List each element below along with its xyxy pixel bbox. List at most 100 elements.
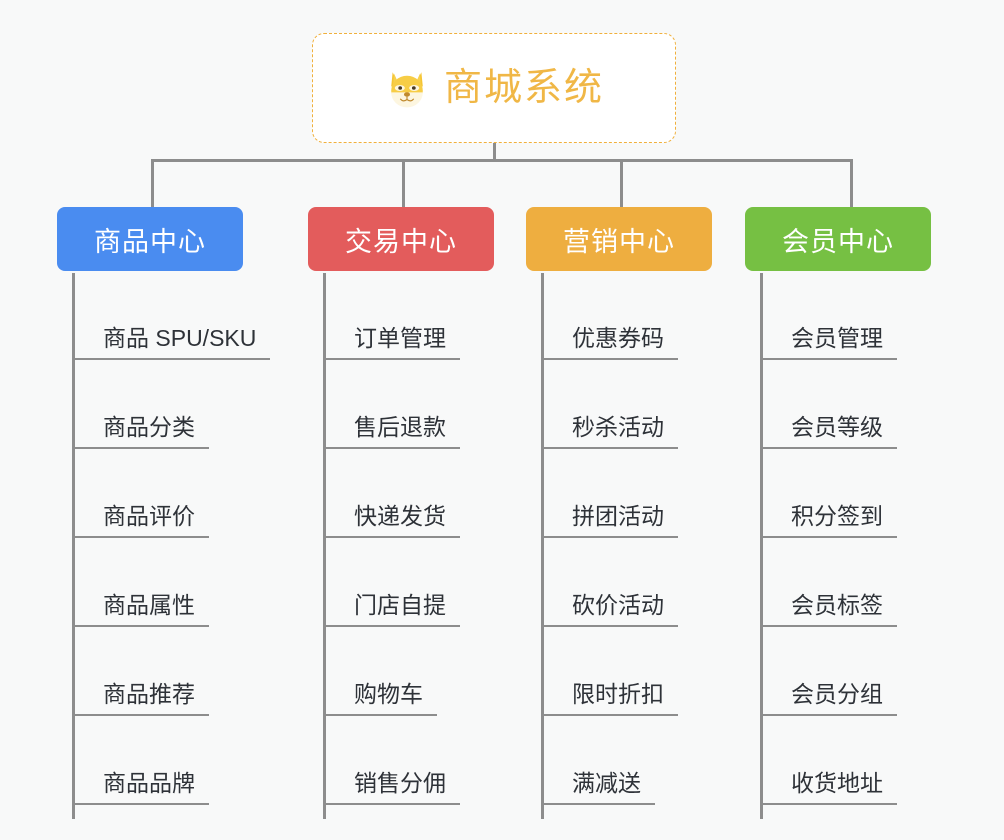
connector-drop-product-center bbox=[151, 159, 154, 207]
leaf-item-label: 满减送 bbox=[558, 770, 655, 805]
leaf-connector-stub bbox=[73, 358, 91, 360]
leaf-item-label: 会员标签 bbox=[777, 592, 897, 627]
leaf-item-label: 砍价活动 bbox=[558, 592, 678, 627]
leaf-item[interactable]: 商品评价 bbox=[57, 449, 243, 538]
root-node[interactable]: 商城系统 bbox=[312, 33, 676, 143]
leaf-item-label: 会员管理 bbox=[777, 325, 897, 360]
leaf-connector-stub bbox=[73, 447, 91, 449]
leaf-connector-stub bbox=[324, 358, 342, 360]
leaf-item-label: 积分签到 bbox=[777, 503, 897, 538]
leaf-item[interactable]: 会员等级 bbox=[745, 360, 931, 449]
leaf-item-label: 商品品牌 bbox=[89, 770, 209, 805]
leaf-connector-stub bbox=[73, 625, 91, 627]
connector-horizontal-bus bbox=[151, 159, 852, 162]
leaf-connector-stub bbox=[761, 714, 779, 716]
category-header-trade-center[interactable]: 交易中心 bbox=[308, 207, 494, 271]
leaf-connector-stub bbox=[761, 803, 779, 805]
leaf-item[interactable]: 拼团活动 bbox=[526, 449, 712, 538]
leaf-connector-stub bbox=[73, 803, 91, 805]
leaf-item[interactable]: 收货地址 bbox=[745, 716, 931, 805]
leaf-item-label: 销售分佣 bbox=[340, 770, 460, 805]
column-spine-member-center bbox=[760, 273, 763, 819]
leaf-item[interactable]: 会员分组 bbox=[745, 627, 931, 716]
leaf-list-trade-center: 订单管理售后退款快递发货门店自提购物车销售分佣 bbox=[308, 271, 494, 805]
leaf-connector-stub bbox=[542, 536, 560, 538]
category-header-marketing-center[interactable]: 营销中心 bbox=[526, 207, 712, 271]
leaf-item-label: 商品 SPU/SKU bbox=[89, 325, 271, 360]
leaf-item-label: 门店自提 bbox=[340, 592, 460, 627]
category-header-label: 商品中心 bbox=[94, 226, 206, 257]
leaf-item[interactable]: 商品 SPU/SKU bbox=[57, 271, 271, 360]
leaf-item[interactable]: 满减送 bbox=[526, 716, 712, 805]
leaf-connector-stub bbox=[324, 803, 342, 805]
column-trade-center: 交易中心订单管理售后退款快递发货门店自提购物车销售分佣 bbox=[308, 207, 494, 819]
leaf-item[interactable]: 快递发货 bbox=[308, 449, 494, 538]
leaf-item-label: 拼团活动 bbox=[558, 503, 678, 538]
column-member-center: 会员中心会员管理会员等级积分签到会员标签会员分组收货地址 bbox=[745, 207, 931, 819]
leaf-connector-stub bbox=[542, 358, 560, 360]
leaf-item[interactable]: 购物车 bbox=[308, 627, 494, 716]
category-header-label: 营销中心 bbox=[563, 226, 675, 257]
leaf-item[interactable]: 商品属性 bbox=[57, 538, 243, 627]
leaf-connector-stub bbox=[761, 536, 779, 538]
leaf-item[interactable]: 售后退款 bbox=[308, 360, 494, 449]
leaf-item-label: 秒杀活动 bbox=[558, 414, 678, 449]
leaf-connector-stub bbox=[324, 625, 342, 627]
dog-face-icon bbox=[384, 65, 430, 111]
leaf-item[interactable]: 积分签到 bbox=[745, 449, 931, 538]
column-marketing-center: 营销中心优惠券码秒杀活动拼团活动砍价活动限时折扣满减送 bbox=[526, 207, 712, 819]
category-header-member-center[interactable]: 会员中心 bbox=[745, 207, 931, 271]
leaf-item-label: 限时折扣 bbox=[558, 681, 678, 716]
column-spine-product-center bbox=[72, 273, 75, 819]
leaf-item-label: 优惠券码 bbox=[558, 325, 678, 360]
leaf-item[interactable]: 会员标签 bbox=[745, 538, 931, 627]
leaf-item-label: 收货地址 bbox=[777, 770, 897, 805]
leaf-connector-stub bbox=[761, 447, 779, 449]
leaf-item[interactable]: 商品品牌 bbox=[57, 716, 243, 805]
leaf-item[interactable]: 销售分佣 bbox=[308, 716, 494, 805]
leaf-item-label: 商品推荐 bbox=[89, 681, 209, 716]
leaf-item[interactable]: 订单管理 bbox=[308, 271, 494, 360]
leaf-item[interactable]: 商品推荐 bbox=[57, 627, 243, 716]
leaf-connector-stub bbox=[324, 536, 342, 538]
leaf-item[interactable]: 限时折扣 bbox=[526, 627, 712, 716]
column-spine-trade-center bbox=[323, 273, 326, 819]
leaf-connector-stub bbox=[73, 536, 91, 538]
leaf-connector-stub bbox=[542, 447, 560, 449]
column-spine-marketing-center bbox=[541, 273, 544, 819]
connector-root-stem bbox=[493, 143, 496, 161]
leaf-connector-stub bbox=[542, 803, 560, 805]
leaf-connector-stub bbox=[761, 358, 779, 360]
leaf-connector-stub bbox=[73, 714, 91, 716]
leaf-item-label: 售后退款 bbox=[340, 414, 460, 449]
leaf-item-label: 会员分组 bbox=[777, 681, 897, 716]
leaf-item-label: 购物车 bbox=[340, 681, 437, 716]
connector-drop-member-center bbox=[850, 159, 853, 207]
column-product-center: 商品中心商品 SPU/SKU 商品分类商品评价商品属性商品推荐商品品牌 bbox=[57, 207, 271, 819]
leaf-connector-stub bbox=[324, 447, 342, 449]
leaf-item-label: 商品分类 bbox=[89, 414, 209, 449]
category-header-label: 会员中心 bbox=[782, 226, 894, 257]
leaf-list-marketing-center: 优惠券码秒杀活动拼团活动砍价活动限时折扣满减送 bbox=[526, 271, 712, 805]
leaf-item-label: 商品属性 bbox=[89, 592, 209, 627]
leaf-item-label: 会员等级 bbox=[777, 414, 897, 449]
leaf-item[interactable]: 砍价活动 bbox=[526, 538, 712, 627]
leaf-item-label: 订单管理 bbox=[340, 325, 460, 360]
leaf-connector-stub bbox=[542, 714, 560, 716]
root-title: 商城系统 bbox=[443, 67, 604, 109]
leaf-item[interactable]: 会员管理 bbox=[745, 271, 931, 360]
leaf-item-label: 快递发货 bbox=[340, 503, 460, 538]
leaf-list-member-center: 会员管理会员等级积分签到会员标签会员分组收货地址 bbox=[745, 271, 931, 805]
connector-drop-marketing-center bbox=[620, 159, 623, 207]
leaf-connector-stub bbox=[324, 714, 342, 716]
category-header-label: 交易中心 bbox=[345, 226, 457, 257]
leaf-item-label: 商品评价 bbox=[89, 503, 209, 538]
category-header-product-center[interactable]: 商品中心 bbox=[57, 207, 243, 271]
leaf-item[interactable]: 秒杀活动 bbox=[526, 360, 712, 449]
leaf-connector-stub bbox=[761, 625, 779, 627]
leaf-list-product-center: 商品 SPU/SKU 商品分类商品评价商品属性商品推荐商品品牌 bbox=[57, 271, 271, 805]
leaf-item[interactable]: 优惠券码 bbox=[526, 271, 712, 360]
leaf-item[interactable]: 门店自提 bbox=[308, 538, 494, 627]
leaf-item[interactable]: 商品分类 bbox=[57, 360, 243, 449]
